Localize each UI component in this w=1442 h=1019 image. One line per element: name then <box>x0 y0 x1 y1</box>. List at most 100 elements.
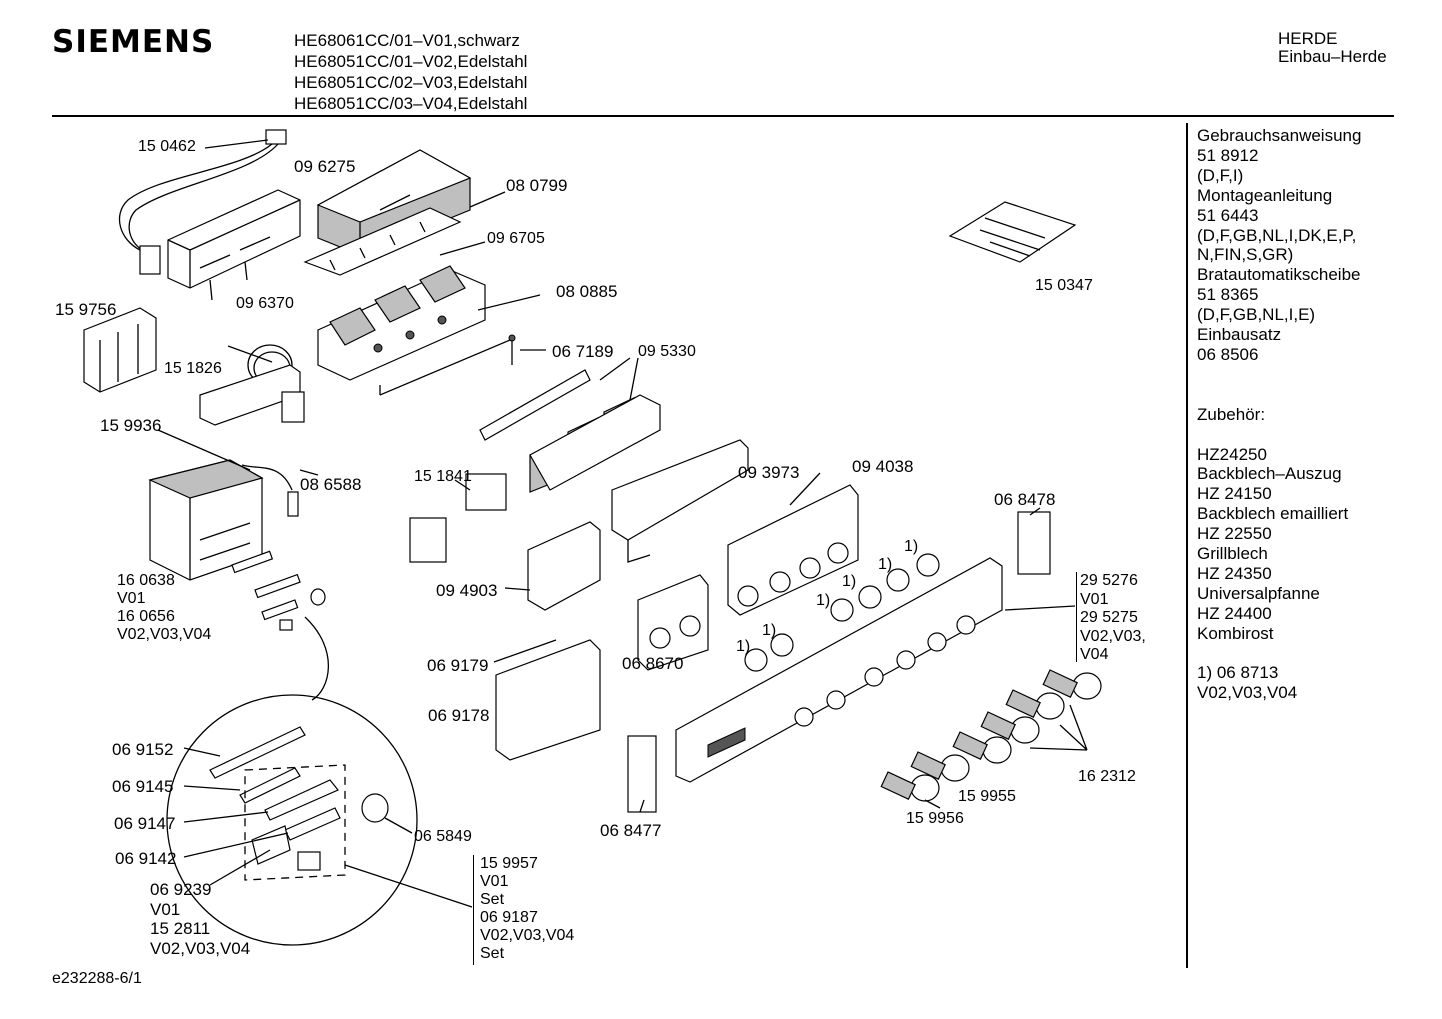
part-number: 06 9187 <box>480 909 538 926</box>
side-note-line: HZ24250 <box>1197 444 1267 464</box>
side-note-line: (D,F,I) <box>1197 165 1244 185</box>
variant-label: V02,V03,V04 <box>480 927 575 944</box>
side-note-line: 51 8365 <box>1197 285 1259 305</box>
header-divider <box>52 115 1394 117</box>
side-note-line: (D,F,GB,NL,I,DK,E,P, <box>1197 225 1357 245</box>
side-note-line: 1) 06 8713 <box>1197 663 1279 683</box>
part-number: 06 9147 <box>114 814 176 833</box>
front-panel-drawing <box>675 557 1076 783</box>
variant-label: V02,V03, <box>1080 627 1146 645</box>
category-main: HERDE <box>1278 29 1338 48</box>
wire-lead-drawing <box>241 464 293 491</box>
part-number: 15 9756 <box>55 300 117 319</box>
double-switch-drawing <box>637 574 709 671</box>
part-number: 15 9955 <box>958 788 1016 805</box>
part-number: 06 8478 <box>994 490 1056 509</box>
model-line: HE68051CC/02–V03,Edelstahl <box>294 73 528 92</box>
variant-label: V01 <box>480 873 509 890</box>
part-number: 29 5275 <box>1080 609 1138 626</box>
lower-bracket-drawing <box>627 735 657 813</box>
model-line: HE68051CC/01–V02,Edelstahl <box>294 52 528 71</box>
set-label: Set <box>480 945 505 962</box>
part-number: 06 9152 <box>112 740 174 759</box>
control-frame-drawing <box>527 521 601 611</box>
part-number: 29 5276 <box>1080 572 1138 589</box>
wire-harness-drawing <box>118 129 287 275</box>
part-number: 09 6370 <box>236 295 294 312</box>
variant-label: V04 <box>1080 646 1109 663</box>
side-note-line: Grillblech <box>1197 544 1268 564</box>
part-number: 06 7189 <box>552 342 614 361</box>
side-note-line: (D,F,GB,NL,I,E) <box>1197 305 1316 325</box>
side-note-line: 06 8506 <box>1197 344 1259 364</box>
temperature-sensor-drawing <box>199 344 305 426</box>
side-note-line: HZ 24400 <box>1197 603 1272 623</box>
relay-block-drawing <box>148 459 264 581</box>
part-number: 06 8477 <box>600 821 662 840</box>
variant-label: V02,V03,V04 <box>150 938 251 958</box>
part-number: 09 4903 <box>436 581 498 600</box>
side-note-line: HZ 24150 <box>1197 484 1272 504</box>
part-number: 16 2312 <box>1078 768 1136 785</box>
bracket-line <box>473 855 474 965</box>
terminal-parts-drawing <box>231 550 326 631</box>
part-number: 15 1841 <box>414 468 472 485</box>
side-note-line: HZ 22550 <box>1197 524 1272 544</box>
side-note-line: Kombirost <box>1197 623 1274 643</box>
switch-block-drawing <box>167 189 301 301</box>
side-note-line: Bratautomatikscheibe <box>1197 265 1361 285</box>
part-number: 09 4038 <box>852 457 914 476</box>
part-number: 15 9957 <box>480 855 538 872</box>
variant-label: V01 <box>150 899 181 919</box>
model-line: HE68061CC/01–V01,schwarz <box>294 31 520 50</box>
lamp-holder-drawing <box>479 369 661 493</box>
part-number: 06 8670 <box>622 654 684 673</box>
part-number: 06 9239 <box>150 880 212 899</box>
side-note-line: Montageanleitung <box>1197 185 1333 205</box>
mounting-bracket-drawing <box>83 307 157 393</box>
part-number: 06 9178 <box>428 706 490 725</box>
side-note-line: N,FIN,S,GR) <box>1197 245 1294 265</box>
side-note-line: Gebrauchsanweisung <box>1197 126 1362 145</box>
part-number: 09 5330 <box>638 343 696 360</box>
footnote-marker: 1) <box>736 638 751 655</box>
category-label: HERDE Einbau–Herde <box>1278 30 1387 66</box>
part-number-group: 06 9239 V01 15 2811 V02,V03,V04 <box>150 880 250 958</box>
part-number: 15 0347 <box>1035 277 1093 294</box>
side-note-line: V02,V03,V04 <box>1197 683 1298 703</box>
model-list: HE68061CC/01–V01,schwarz HE68051CC/01–V0… <box>294 30 527 114</box>
part-number: 15 0462 <box>138 138 196 155</box>
footnote-marker: 1) <box>816 592 831 609</box>
side-note-line: Backblech emailliert <box>1197 504 1349 524</box>
side-note-line: Universalpfanne <box>1197 583 1320 603</box>
side-note-line: Backblech–Auszug <box>1197 464 1342 484</box>
knob-disc-drawing <box>744 553 940 672</box>
side-note-line: Zubehör: <box>1197 404 1266 424</box>
control-knob-drawing <box>880 669 1102 802</box>
part-number: 08 6588 <box>300 475 362 494</box>
part-number: 09 6275 <box>294 157 356 176</box>
part-number: 15 9956 <box>906 810 964 827</box>
switch-lamp-drawing <box>409 473 507 563</box>
part-number-group: 16 0638 V01 16 0656 V02,V03,V04 <box>117 572 211 644</box>
model-line: HE68051CC/03–V04,Edelstahl <box>294 94 528 113</box>
part-number: 06 9142 <box>115 849 177 868</box>
part-number: 16 0656 <box>117 608 175 625</box>
part-number: 09 3973 <box>738 463 800 482</box>
category-sub: Einbau–Herde <box>1278 47 1387 66</box>
part-number: 15 9936 <box>100 416 162 435</box>
set-block: 15 9957 V01 Set 06 9187 V02,V03,V04 Set <box>480 855 574 963</box>
wire-connector-drawing <box>287 491 299 517</box>
part-number: 08 0885 <box>556 282 618 301</box>
brand-logo: SIEMENS <box>52 24 215 60</box>
bracket-line <box>1076 572 1077 662</box>
drawing-id: e232288-6/1 <box>52 970 142 987</box>
variant-label: V01 <box>1080 590 1109 608</box>
side-note-line: 51 8912 <box>1197 145 1259 165</box>
side-note-line: Einbausatz <box>1197 325 1282 345</box>
part-number-group: 29 5276 V01 29 5275 V02,V03, V04 <box>1080 572 1146 665</box>
side-note-line: 51 6443 <box>1197 205 1259 225</box>
screw-bag-drawing <box>948 201 1077 263</box>
